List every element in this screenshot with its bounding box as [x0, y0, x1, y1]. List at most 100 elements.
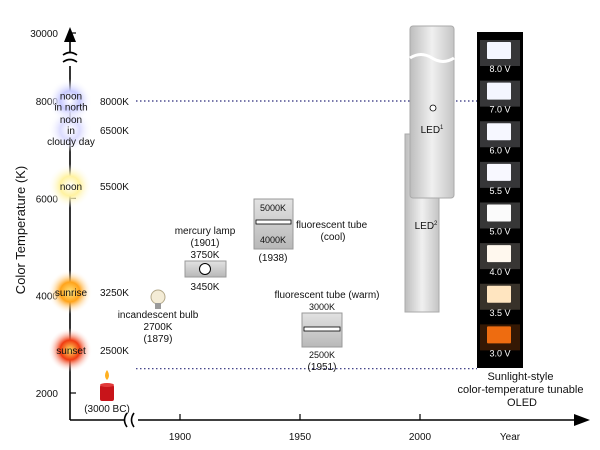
fluorescent-tube-icon: [255, 219, 292, 225]
y-tick-label: 8000: [36, 97, 59, 108]
lightbulb-icon: [150, 289, 166, 305]
sun-glow-icon: [48, 108, 92, 152]
x-axis-arrowhead: [574, 414, 590, 426]
oled-caption: Sunlight-style color-temperature tunable…: [457, 371, 586, 409]
x-tick-label: 1900: [169, 432, 192, 443]
x-tick-label: 1950: [289, 432, 312, 443]
oled-swatch-patch: [487, 204, 511, 222]
led-bars: LED1 LED2: [404, 25, 455, 313]
sun-marker: sunset 2500K: [48, 328, 129, 372]
y-tick-label: 30000: [30, 29, 58, 40]
oled-swatch-patch: [487, 326, 511, 344]
sun-glow-icon: [48, 164, 92, 208]
oled-swatch: 7.0 V: [480, 80, 520, 115]
y-tick-label: 2000: [36, 389, 59, 400]
led1-bar-break: [409, 53, 455, 63]
oled-swatch: 6.0 V: [480, 121, 520, 155]
fluorescent-cool-marker: 5000K 4000K (1938) fluorescent tube (coo…: [253, 198, 370, 264]
oled-voltage-label: 5.5 V: [489, 186, 510, 196]
x-ticks: 1900 1950 2000: [169, 414, 432, 443]
oled-voltage-label: 7.0 V: [489, 105, 510, 115]
led1-bar: [409, 25, 455, 199]
led1-label: LED1: [421, 125, 444, 136]
oled-swatches: 8.0 V 7.0 V 6.0 V 5.5 V 5.0 V 4.0 V 3.5 V 3.0 V: [480, 40, 520, 358]
oled-swatch-patch: [487, 42, 511, 59]
fluorescent-warm-marker: fluorescent tube (warm) 3000K 2500K (195…: [274, 290, 379, 373]
sun-glow-icon: [48, 270, 92, 314]
led2-label: LED2: [415, 221, 438, 232]
fluorescent-cool-year: (1938): [259, 253, 288, 264]
y-tick: 2000: [36, 389, 76, 400]
sun-marker: sunrise 3250K: [48, 270, 129, 314]
oled-swatch-patch: [487, 82, 511, 100]
fluorescent-warm-low: 2500K: [309, 350, 335, 360]
x-axis: [70, 412, 590, 428]
x-tick: 1900: [169, 414, 192, 443]
mercury-lamp-name: mercury lamp: [175, 226, 236, 237]
sun-marker-temp: 3250K: [100, 288, 129, 299]
sun-marker-name: sunrise: [55, 288, 88, 299]
fluorescent-warm-high: 3000K: [309, 302, 335, 312]
led1-marker: [429, 104, 437, 112]
y-tick-label: 4000: [36, 292, 59, 303]
fluorescent-cool-name: fluorescent tube (cool): [296, 220, 370, 243]
mercury-lamp-high: 3750K: [191, 250, 220, 261]
x-tick-label: 2000: [409, 432, 432, 443]
incandescent-bulb-name: incandescent bulb: [118, 310, 199, 321]
fluorescent-warm-year: (1951): [308, 362, 337, 373]
sun-marker-name: noon: [60, 182, 82, 193]
x-tick: 2000: [409, 414, 432, 443]
y-axis-title: Color Temperature (K): [13, 166, 28, 294]
fluorescent-warm-name: fluorescent tube (warm): [274, 290, 379, 301]
candle-year-label: (3000 BC): [84, 404, 130, 415]
candle-icon: [100, 385, 114, 401]
sun-marker-temp: 6500K: [100, 126, 129, 137]
oled-voltage-label: 5.0 V: [489, 227, 510, 237]
oled-swatch: 8.0 V: [480, 40, 520, 74]
sun-marker: noon 5500K: [48, 164, 129, 208]
oled-swatch-patch: [487, 163, 511, 181]
fluorescent-tube-warm-icon: [303, 326, 341, 332]
oled-swatch: 4.0 V: [480, 243, 520, 277]
oled-swatch: 3.5 V: [480, 283, 520, 318]
mercury-lamp-year: (1901): [191, 238, 220, 249]
oled-voltage-label: 3.0 V: [489, 348, 510, 358]
oled-swatch: 3.0 V: [480, 324, 520, 358]
sun-glow-icon: [48, 328, 92, 372]
x-tick: 1950: [289, 414, 312, 443]
mercury-lamp-low: 3450K: [191, 282, 220, 293]
mercury-lamp-icon: [199, 263, 211, 275]
oled-voltage-label: 6.0 V: [489, 145, 510, 155]
fluorescent-cool-low: 4000K: [260, 235, 286, 245]
oled-swatch-patch: [487, 285, 511, 303]
oled-swatch: 5.5 V: [480, 161, 520, 196]
sun-marker-temp: 5500K: [100, 182, 129, 193]
oled-voltage-label: 8.0 V: [489, 64, 510, 74]
incandescent-bulb-temp: 2700K: [144, 322, 173, 333]
sun-marker-temp: 8000K: [100, 97, 129, 108]
oled-swatch-patch: [487, 245, 511, 263]
y-tick: 30000: [30, 29, 76, 40]
oled-swatch-patch: [487, 123, 511, 141]
mercury-lamp-marker: mercury lamp (1901) 3750K 3450K: [175, 226, 236, 293]
y-axis-arrowhead: [64, 27, 76, 42]
oled-voltage-label: 4.0 V: [489, 267, 510, 277]
y-tick-label: 6000: [36, 194, 59, 205]
candle-marker: (3000 BC): [84, 370, 130, 415]
incandescent-bulb-marker: incandescent bulb 2700K (1879): [118, 289, 199, 345]
fluorescent-cool-high: 5000K: [260, 203, 286, 213]
incandescent-bulb-year: (1879): [144, 334, 173, 345]
oled-swatch: 5.0 V: [480, 202, 520, 237]
sun-marker-name: sunset: [56, 346, 86, 357]
x-axis-title: Year: [500, 432, 521, 443]
y-axis-break: [62, 51, 78, 63]
sun-marker-temp: 2500K: [100, 346, 129, 357]
oled-voltage-label: 3.5 V: [489, 308, 510, 318]
x-axis-break: [123, 412, 135, 428]
oled-strip: 8.0 V 7.0 V 6.0 V 5.5 V 5.0 V 4.0 V 3.5 V 3.0 V…: [457, 32, 586, 409]
